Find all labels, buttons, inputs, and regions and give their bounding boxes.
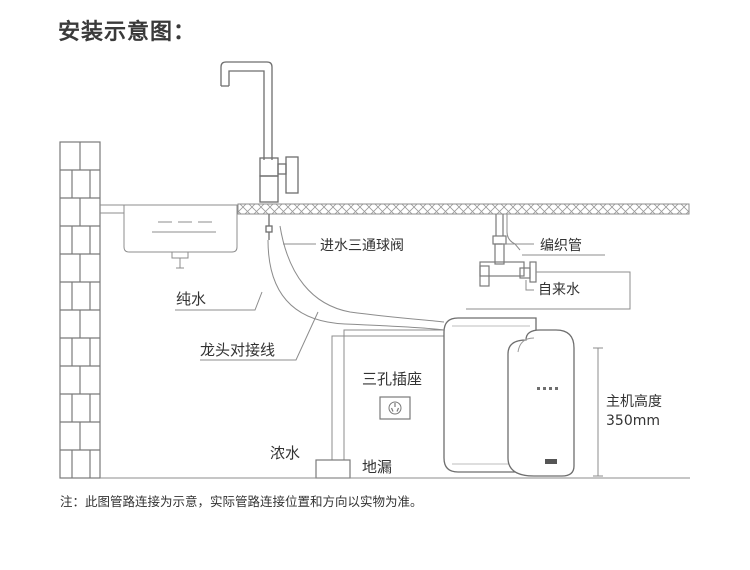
footnote: 注：此图管路连接为示意，实际管路连接位置和方向以实物为准。 [60,494,423,509]
floor-drain-label: 地漏 [362,458,392,476]
purifier-unit [443,317,575,477]
host-height-value: 350mm [606,413,660,429]
sink [123,205,238,269]
braided-hose-label: 编织管 [540,238,582,254]
waste-water-line [331,329,444,460]
height-dimension [593,347,603,477]
countertop [100,203,690,215]
host-height-label: 主机高度 [606,393,662,410]
tee-valve [479,214,537,287]
display-panel [537,387,558,390]
brick-wall [59,141,101,479]
page-title: 安装示意图： [58,20,197,45]
leader-lines [175,243,534,361]
brand-logo [545,459,557,464]
tee-valve-label: 进水三通球阀 [320,238,404,254]
pure-water-label: 纯水 [176,290,206,308]
tap-water-label: 自来水 [538,282,580,298]
socket-label: 三孔插座 [362,370,422,388]
floor-drain [315,459,351,479]
faucet-connection-tube [267,225,445,331]
waste-water-label: 浓水 [270,444,300,462]
faucet [220,61,299,240]
faucet-connection-label: 龙头对接线 [200,341,275,359]
socket-icon [379,396,411,420]
